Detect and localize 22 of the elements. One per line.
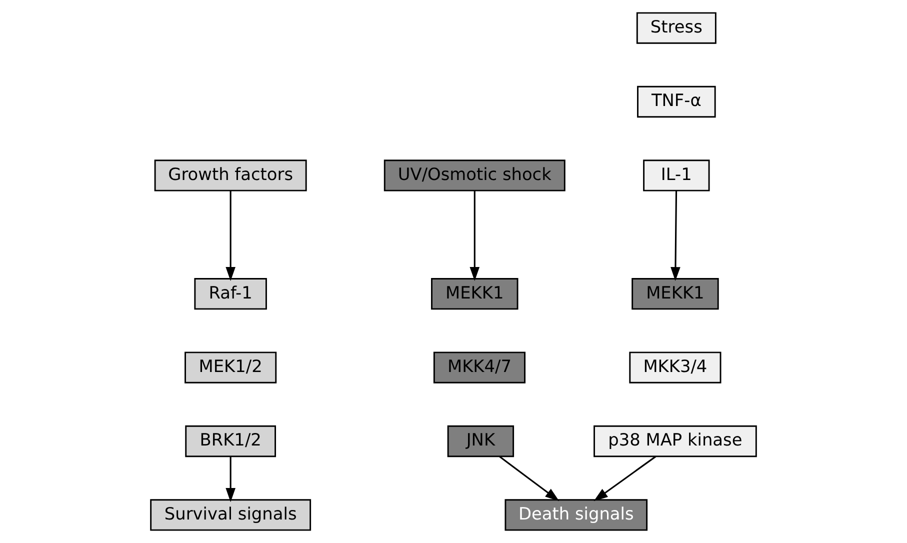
arrow: [470, 190, 480, 282]
node-box: MEKK1: [632, 278, 719, 310]
node-box: MEK1/2: [184, 352, 277, 384]
arrow: [670, 190, 680, 282]
arrow: [226, 190, 236, 282]
arrow: [499, 456, 560, 502]
node-box: IL-1: [643, 160, 710, 192]
node-box: MKK4/7: [433, 352, 526, 384]
node-box: UV/Osmotic shock: [384, 160, 566, 192]
node-box: Stress: [636, 12, 716, 44]
node-box: Raf-1: [194, 278, 267, 310]
node-box: MKK3/4: [629, 352, 722, 384]
node-box: MEKK1: [431, 278, 518, 310]
arrow: [226, 456, 236, 502]
node-box: BRK1/2: [185, 425, 276, 458]
arrow: [594, 456, 656, 502]
node-box: Survival signals: [150, 499, 312, 531]
node-box: JNK: [447, 425, 514, 458]
node-box: Growth factors: [154, 160, 307, 192]
node-box: Death signals: [504, 499, 648, 531]
node-box: p38 MAP kinase: [594, 425, 757, 458]
node-box: TNF-α: [637, 86, 716, 118]
